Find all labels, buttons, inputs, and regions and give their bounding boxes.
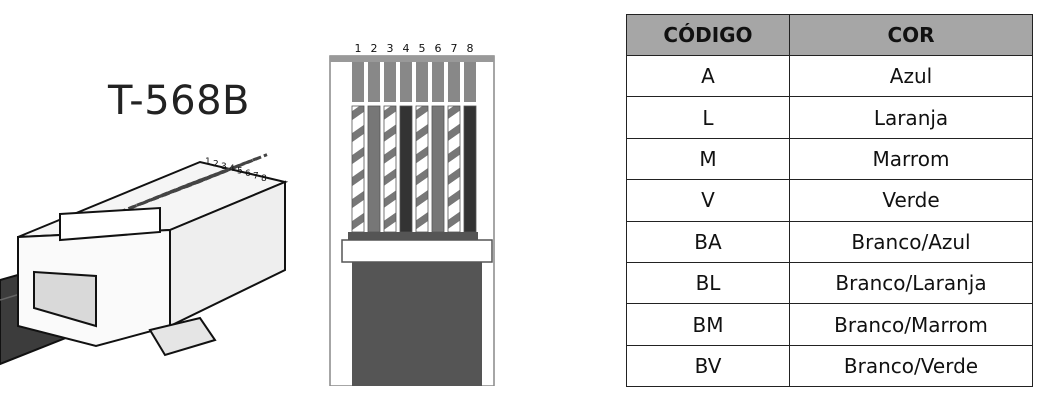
connector-pin-number: 5 bbox=[237, 167, 243, 177]
pin-number: 8 bbox=[467, 42, 474, 55]
connector-pin-number: 1 bbox=[205, 157, 211, 167]
contact-blade bbox=[368, 62, 380, 102]
cell-color: Laranja bbox=[789, 96, 1033, 139]
contact-blade bbox=[416, 62, 428, 102]
cell-color: Branco/Marrom bbox=[789, 303, 1033, 346]
cell-code: A bbox=[626, 54, 790, 98]
connector-window bbox=[59, 206, 161, 242]
header-code: CÓDIGO bbox=[626, 14, 790, 56]
cell-color: Verde bbox=[789, 179, 1033, 222]
wire-strips bbox=[351, 105, 477, 233]
cell-color: Marrom bbox=[789, 137, 1033, 181]
connector-side bbox=[169, 180, 286, 328]
cell-code: V bbox=[626, 179, 790, 222]
cell-code: L bbox=[626, 96, 790, 139]
contact-blade bbox=[400, 62, 412, 102]
connector-pin-number: 6 bbox=[245, 169, 251, 179]
connector-latch bbox=[148, 316, 217, 357]
wire-strip bbox=[463, 105, 477, 233]
cell-color: Branco/Laranja bbox=[789, 261, 1033, 305]
cell-code: BV bbox=[626, 344, 790, 388]
pin-number: 4 bbox=[403, 42, 410, 55]
connector-pin-number: 4 bbox=[229, 164, 235, 174]
plug-top-bar bbox=[330, 56, 494, 62]
table-header-row: CÓDIGO COR bbox=[626, 14, 1033, 56]
cell-code: M bbox=[626, 137, 790, 181]
wire-strip bbox=[447, 105, 461, 233]
pin-number: 7 bbox=[451, 42, 458, 55]
cell-code: BL bbox=[626, 261, 790, 305]
wire-strip bbox=[431, 105, 445, 233]
wire-strip bbox=[399, 105, 413, 233]
connector-pin-number: 3 bbox=[221, 162, 227, 172]
wire-strip bbox=[351, 105, 365, 233]
cell-color: Branco/Verde bbox=[789, 344, 1033, 388]
standard-label: T-568B bbox=[108, 78, 250, 124]
pin-number: 1 bbox=[355, 42, 362, 55]
contact-blade bbox=[384, 62, 396, 102]
connector-cable-opening bbox=[33, 270, 97, 328]
cell-code: BM bbox=[626, 303, 790, 346]
connector-pin-number: 2 bbox=[213, 159, 219, 169]
connector-contacts bbox=[119, 153, 268, 214]
cell-color: Azul bbox=[789, 54, 1033, 98]
contact-blade bbox=[448, 62, 460, 102]
wire-strip bbox=[383, 105, 397, 233]
crimp-bar bbox=[348, 232, 478, 240]
pin-number: 2 bbox=[371, 42, 378, 55]
cable-jacket-bottom bbox=[352, 262, 482, 386]
connector-pin-number: 8 bbox=[261, 174, 267, 184]
connector-pin-number: 7 bbox=[253, 171, 259, 181]
contact-blade bbox=[464, 62, 476, 102]
contact-blades bbox=[352, 62, 476, 102]
contact-blade bbox=[352, 62, 364, 102]
wire-strip bbox=[415, 105, 429, 233]
connector-contact bbox=[196, 153, 268, 184]
cell-color: Branco/Azul bbox=[789, 220, 1033, 263]
pin-number: 3 bbox=[387, 42, 394, 55]
pin-number: 5 bbox=[419, 42, 426, 55]
cell-code: BA bbox=[626, 220, 790, 263]
pin-number: 6 bbox=[435, 42, 442, 55]
header-color: COR bbox=[789, 14, 1033, 56]
strain-relief bbox=[341, 239, 493, 263]
contact-blade bbox=[432, 62, 444, 102]
wire-strip bbox=[367, 105, 381, 233]
